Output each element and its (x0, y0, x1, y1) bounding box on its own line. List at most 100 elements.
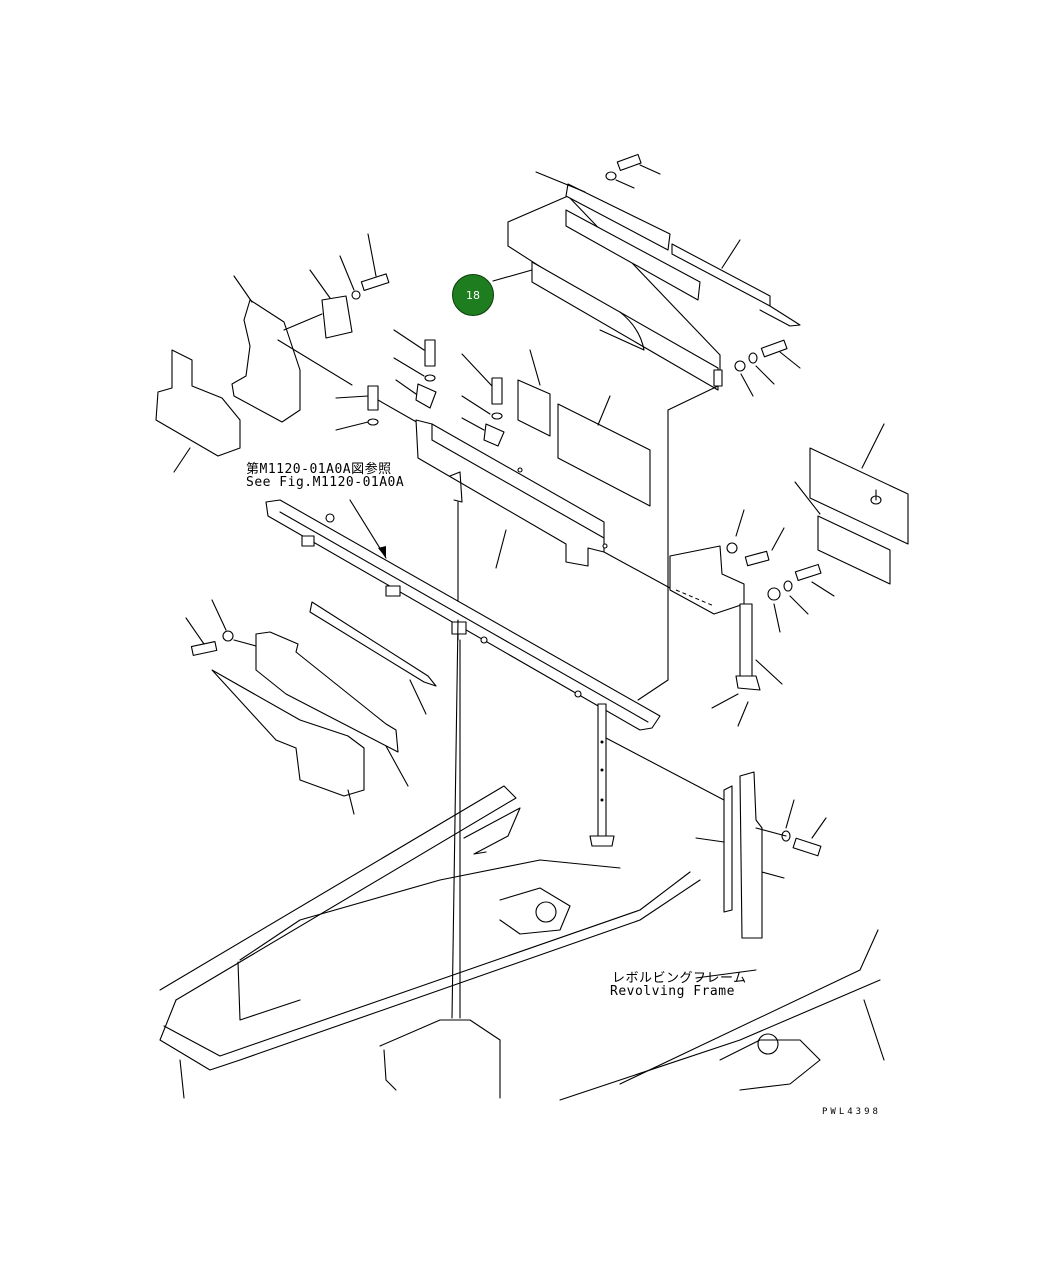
reference-arrowhead (378, 546, 386, 558)
vertical-seal (739, 771, 763, 939)
see-figure-en-label: See Fig.M1120-01A0A (246, 475, 405, 490)
revolving-frame (159, 619, 885, 1101)
upper-fasteners (335, 329, 505, 447)
top-bolt (616, 153, 642, 172)
beam-inner-line (279, 511, 649, 723)
long-seal-strip (309, 601, 437, 687)
guide-line (451, 619, 459, 1019)
leader-line (461, 353, 493, 387)
guide-line (277, 339, 353, 386)
leader-line (535, 171, 586, 193)
leader-line (393, 329, 425, 351)
leader-line (639, 164, 661, 175)
right-mount-hole (757, 1033, 779, 1055)
clamp-1 (415, 383, 437, 409)
right-pad-upper (809, 447, 909, 545)
left-bracket-plate (231, 299, 301, 423)
leader-line (185, 617, 205, 645)
seal-bolt (792, 837, 822, 857)
leader-line (794, 481, 821, 515)
leader-line (615, 179, 635, 189)
stand-hole (600, 768, 604, 772)
top-cover-assembly (492, 153, 801, 701)
right-spring-washer (748, 352, 758, 364)
beam-washer (367, 418, 379, 426)
mount-washer (726, 542, 738, 554)
top-cover-plate (507, 195, 721, 383)
guide-line (603, 551, 671, 589)
right-hanger-foot (735, 675, 761, 691)
leader-line (461, 395, 491, 415)
frame-boss (379, 1019, 501, 1099)
top-washer (605, 171, 617, 181)
leader-line (347, 789, 355, 815)
vertical-strip (723, 785, 733, 913)
lower-rubber-seal (211, 669, 365, 797)
clamp-washer-2 (491, 412, 503, 420)
clamp-2 (483, 423, 505, 447)
beam-clip (301, 535, 315, 547)
swing-circle-mount (499, 887, 571, 935)
beam-clip (451, 621, 467, 635)
leader-line (393, 357, 425, 377)
leader-line (779, 351, 801, 369)
clamp-bolt-1 (424, 339, 436, 367)
cover-bracket (713, 369, 723, 387)
leader-line (785, 799, 795, 829)
frame-leg (179, 1059, 185, 1099)
see-figure-jp-label: 第M1120-01A0A図参照 (246, 462, 392, 477)
leader-line-callout (492, 269, 533, 282)
beam-edge (431, 439, 605, 539)
frame-cutout (463, 807, 521, 855)
beam-hole (602, 543, 608, 549)
leader-line (737, 701, 749, 727)
leader-line (771, 527, 785, 551)
frame-left-rail (159, 879, 701, 1071)
mount-hole (535, 901, 557, 923)
hanger-nut (767, 587, 781, 601)
leader-line (335, 395, 369, 399)
leader-line (495, 529, 507, 569)
leader-line (711, 693, 739, 709)
leader-line (173, 447, 191, 473)
lower-left-covers (185, 599, 437, 815)
leader-line (773, 603, 781, 633)
right-pad-lower (817, 515, 891, 585)
beam-bolt (367, 385, 379, 411)
frame-right-rail (559, 979, 881, 1101)
stand-foot (589, 835, 615, 847)
part-callout-18[interactable]: 18 (452, 274, 494, 316)
beam-hole (517, 467, 523, 473)
leader-line (761, 871, 785, 879)
right-mount-plate (669, 545, 745, 615)
stand-hole (600, 798, 604, 802)
guide-line (233, 639, 257, 647)
mount-bolt (744, 550, 770, 567)
spacer-block (321, 295, 353, 339)
cover-cutout (599, 311, 645, 351)
left-cover-panel (155, 349, 241, 457)
stand-post (597, 703, 607, 841)
leader-line (367, 233, 377, 277)
guide-line (283, 313, 323, 331)
leader-line (861, 423, 885, 469)
right-bolt (760, 339, 788, 358)
large-pad (557, 403, 651, 507)
leader-line (211, 599, 227, 631)
clamp-washer-1 (424, 374, 436, 382)
leader-line (529, 349, 541, 386)
clamp-bolt-2 (491, 377, 503, 405)
upper-beam (415, 419, 671, 641)
frame-leg (863, 999, 885, 1061)
leader-line (811, 581, 835, 597)
leader-line (789, 595, 809, 615)
top-inner-strip (565, 209, 701, 301)
frame-inner-rib (237, 961, 301, 1021)
leader-line (339, 255, 355, 291)
lower-bolt (190, 641, 218, 656)
pads (517, 349, 909, 585)
guide-line (377, 399, 421, 425)
frame-rail-edge (163, 871, 691, 1057)
